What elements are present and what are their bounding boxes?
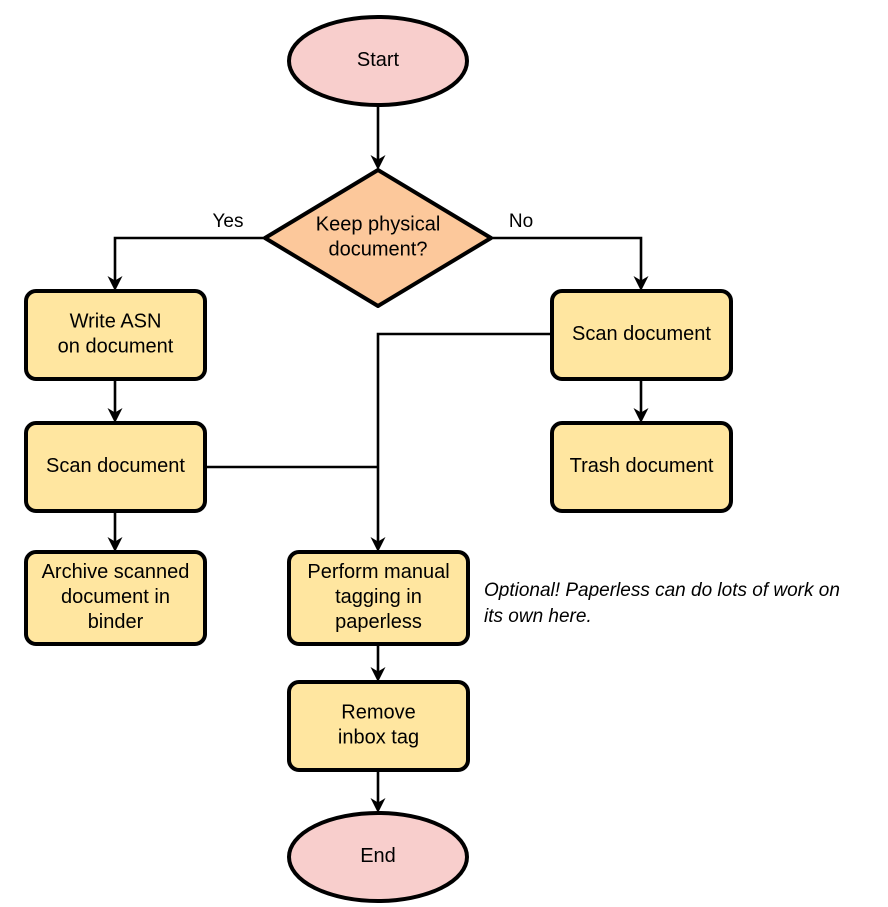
terminator-shape[interactable] [287,15,469,107]
process-shape[interactable] [550,421,733,513]
annotations-layer: Optional! Paperless can do lots of work … [484,580,840,627]
process-shape[interactable] [550,289,733,381]
edge-arrowhead [370,667,386,682]
node-scan-document-right[interactable]: Scan document [550,289,733,381]
edge-line [113,236,265,287]
edge-line [376,332,552,548]
process-shape[interactable] [287,680,470,772]
node-label: Scan document [46,455,185,477]
decision-shape[interactable] [263,168,493,308]
edge-write-asn-to-scan-left [107,379,123,423]
edges-layer: Yes No [107,105,649,813]
edge-decision-yes-to-write-asn: Yes [107,211,265,291]
edge-arrowhead [107,408,123,423]
process-shape[interactable] [24,421,207,513]
edge-scan-left-to-archive [107,511,123,552]
edge-arrowhead [107,276,123,291]
edge-label-no: No [509,211,533,232]
edge-arrowhead [633,276,649,291]
edge-scan-right-to-trash [633,379,649,423]
edge-arrowhead [107,537,123,552]
node-label: End [360,845,396,867]
node-label: Trash document [570,455,714,477]
process-shape[interactable] [287,550,470,646]
node-trash-document[interactable]: Trash document [550,421,733,513]
edge-start-to-decision [370,105,386,170]
node-scan-document-left[interactable]: Scan document [24,421,207,513]
edge-label-yes: Yes [213,211,244,232]
edge-arrowhead [370,537,386,552]
process-shape[interactable] [24,289,207,381]
edge-arrowhead [370,155,386,170]
node-start[interactable]: Start [287,15,469,107]
annotation-optional-note: Optional! Paperless can do lots of work … [484,580,840,627]
edge-remove-inbox-tag-to-end [370,770,386,813]
process-shape[interactable] [24,550,207,646]
edge-decision-no-to-scan-right: No [491,211,649,291]
edge-manual-tagging-to-remove-inbox-tag [370,644,386,682]
node-label: Scan document [572,323,711,345]
terminator-shape[interactable] [287,811,469,903]
edge-arrowhead [370,798,386,813]
edge-line [491,236,643,287]
node-end[interactable]: End [287,811,469,903]
edge-scan-right-to-manual-tagging [370,332,552,552]
edge-arrowhead [633,408,649,423]
node-label: Start [357,49,400,71]
